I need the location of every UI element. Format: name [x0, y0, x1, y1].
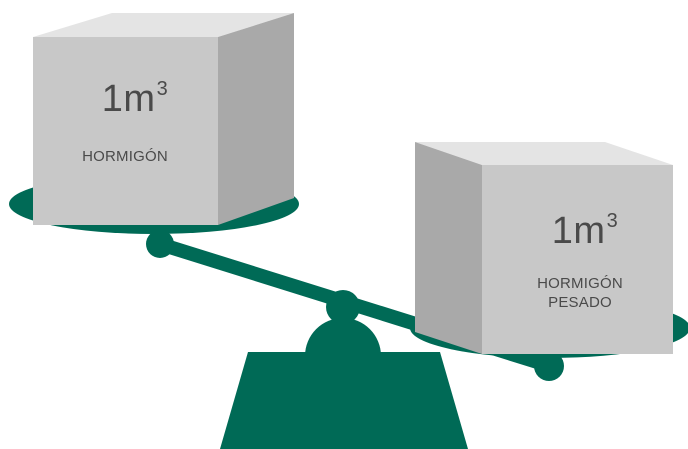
right-material-line1: HORMIGÓN — [505, 274, 655, 293]
left-material-label: HORMIGÓN — [50, 147, 200, 166]
beam-pivot — [326, 290, 360, 324]
right-volume-exponent: 3 — [607, 210, 619, 232]
right-material-label: HORMIGÓN PESADO — [505, 274, 655, 312]
right-cube-front — [482, 165, 673, 354]
right-volume-value: 1m — [552, 210, 606, 252]
left-cube-front — [33, 37, 218, 225]
left-volume-exponent: 3 — [157, 78, 169, 100]
right-cube-side — [415, 142, 482, 354]
left-volume-value: 1m — [102, 78, 156, 120]
left-cube-side — [218, 13, 294, 225]
right-material-line2: PESADO — [505, 293, 655, 312]
right-beam-knob — [534, 351, 564, 381]
left-volume-label: 1m3 — [90, 78, 180, 121]
left-beam-knob — [146, 230, 174, 258]
right-volume-label: 1m3 — [540, 210, 630, 253]
scale-base — [220, 352, 468, 449]
